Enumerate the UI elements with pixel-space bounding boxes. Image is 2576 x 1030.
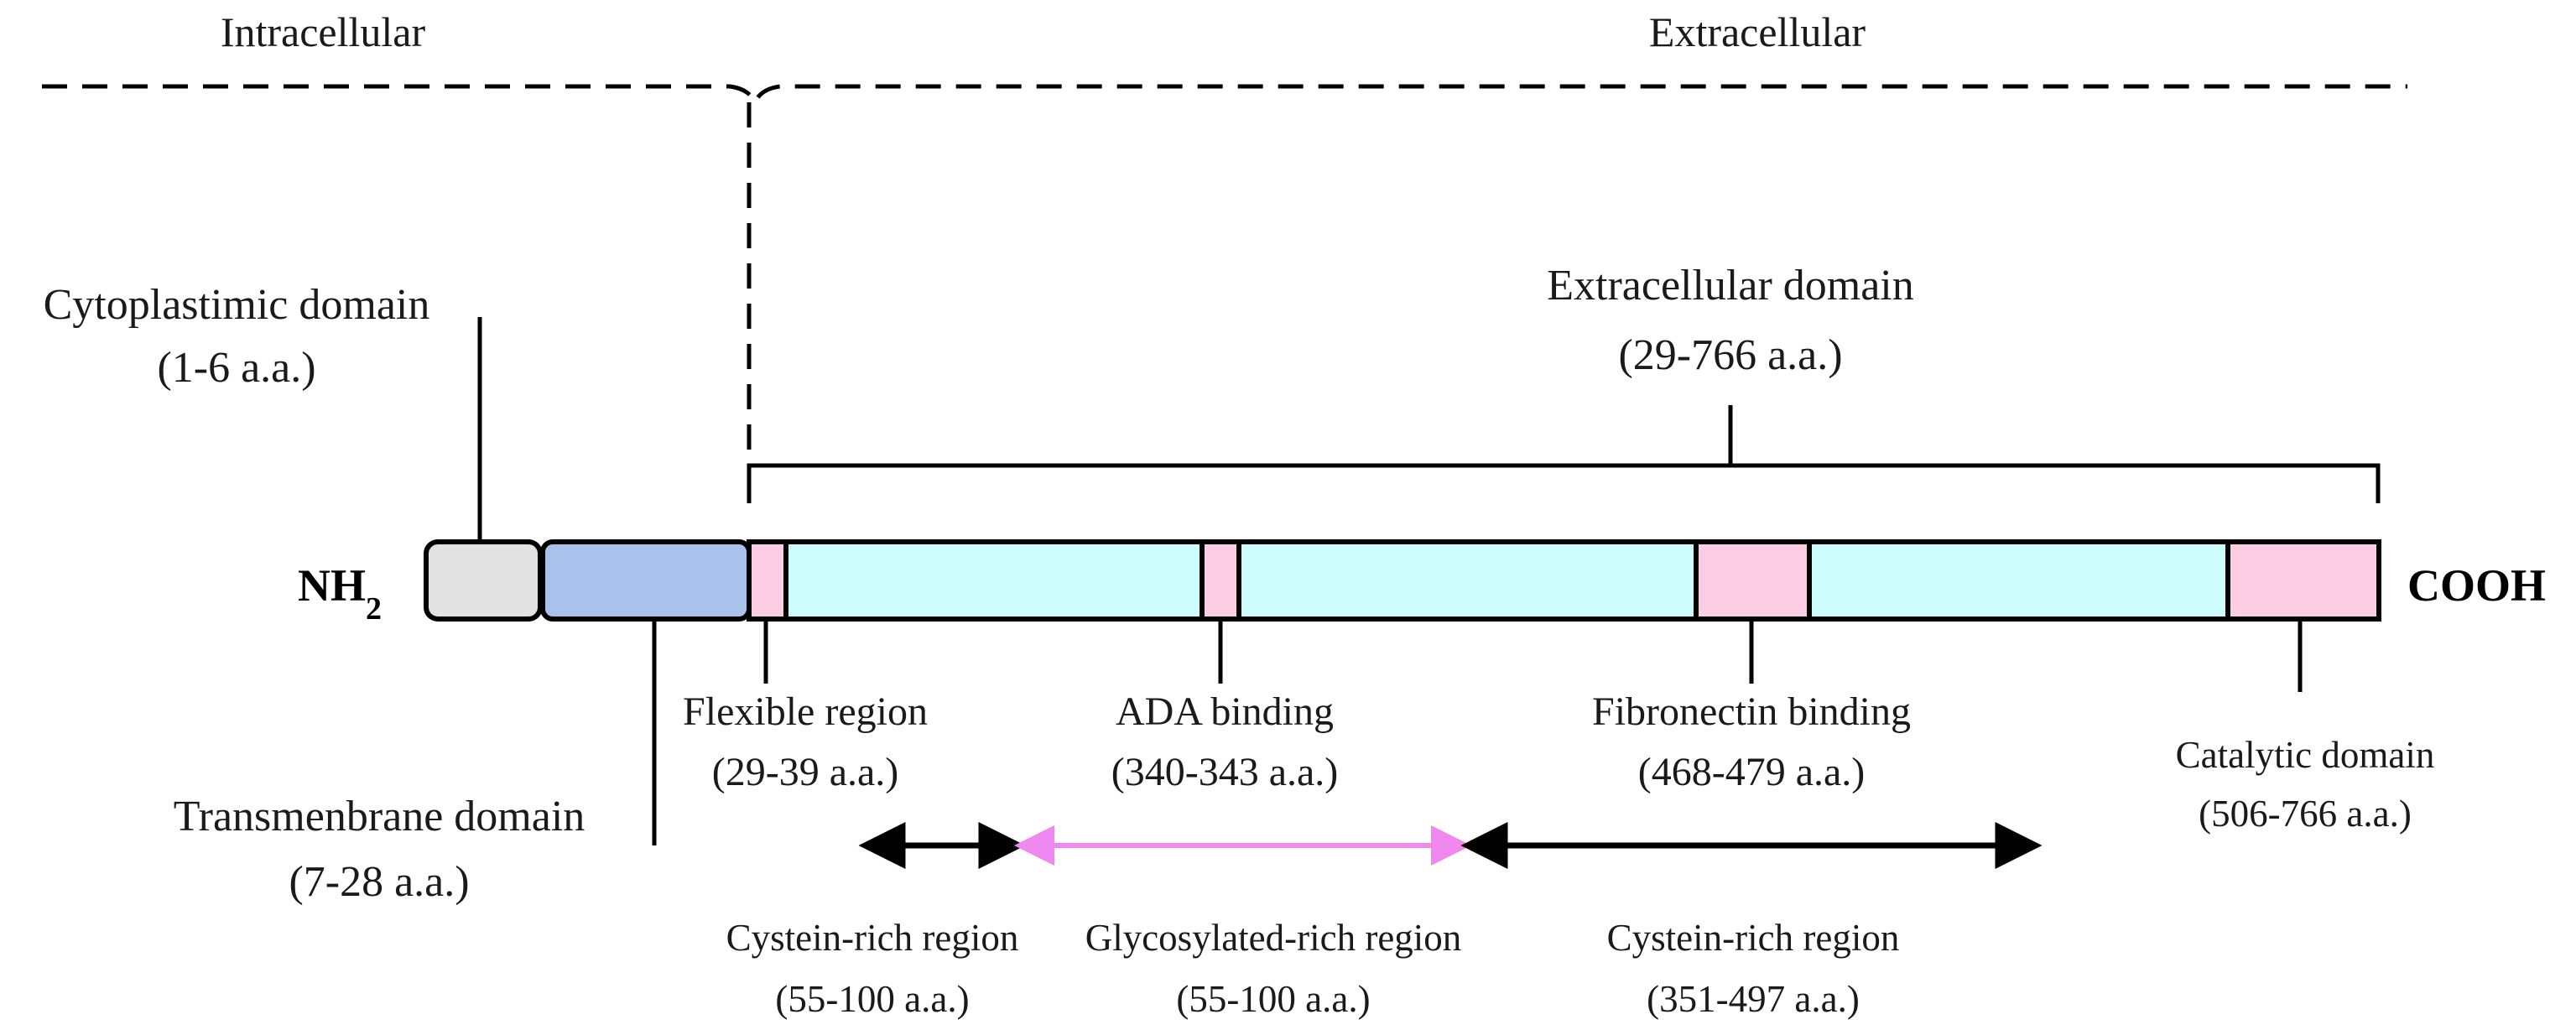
transmembrane-name: Transmenbrane domain [174, 793, 585, 840]
ada-range: (340-343 a.a.) [1111, 750, 1339, 794]
cytoplasmic-range: (1-6 a.a.) [157, 344, 315, 392]
cysteine-rich-2-name: Cystein-rich region [1607, 917, 1900, 959]
cysteine-rich-2-range: (351-497 a.a.) [1647, 978, 1860, 1020]
catalytic-range: (506-766 a.a.) [2199, 793, 2412, 835]
ada-binding-box [1200, 539, 1241, 622]
fibronectin-name: Fibronectin binding [1592, 689, 1911, 734]
membrane-dashed-line [42, 84, 2407, 108]
n-terminus-main: NH [298, 560, 366, 611]
c-terminus-label: COOH [2407, 560, 2546, 611]
glycosylated-rich-name: Glycosylated-rich region [1085, 917, 1462, 959]
ada-name: ADA binding [1116, 689, 1334, 734]
extracellular-domain-name: Extracellular domain [1547, 262, 1913, 310]
intracellular-label: Intracellular [221, 8, 426, 55]
transmembrane-domain-box [540, 539, 752, 622]
cysteine-rich-1-name: Cystein-rich region [726, 917, 1019, 959]
extracellular-label: Extracellular [1649, 8, 1866, 55]
flexible-region-box [747, 539, 788, 622]
n-terminus-label: NH2 [298, 560, 382, 627]
fibronectin-binding-box [1694, 539, 1812, 622]
n-terminus-subscript: 2 [366, 591, 382, 627]
extracellular-domain-bracket [747, 463, 2381, 503]
transmembrane-range: (7-28 a.a.) [289, 858, 469, 906]
flexible-name: Flexible region [683, 689, 928, 734]
flexible-range: (29-39 a.a.) [712, 750, 899, 794]
glycosylated-rich-range: (55-100 a.a.) [1176, 978, 1370, 1020]
catalytic-domain-box [2225, 539, 2381, 622]
fibronectin-range: (468-479 a.a.) [1638, 750, 1866, 794]
extracellular-domain-bar [747, 539, 2381, 622]
extracellular-domain-range: (29-766 a.a.) [1618, 331, 1842, 379]
cytoplasmic-domain-box [424, 539, 543, 622]
catalytic-name: Catalytic domain [2176, 734, 2435, 776]
cytoplasmic-name: Cytoplastimic domain [44, 281, 430, 329]
cysteine-rich-1-range: (55-100 a.a.) [775, 978, 969, 1020]
